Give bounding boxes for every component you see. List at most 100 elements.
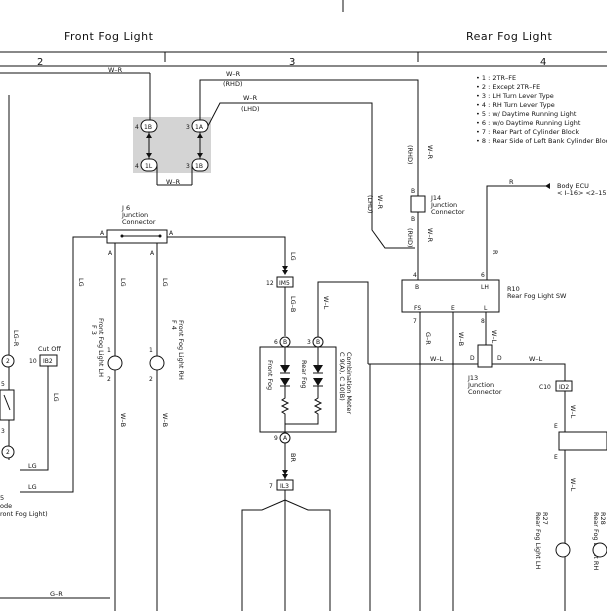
r10-term-lh: LH	[481, 284, 489, 291]
meter-name: C 9(A), C 10(B)	[338, 352, 346, 401]
wire-label-gr: G–R	[50, 590, 63, 598]
wire-label-wr-3: W–R	[243, 94, 258, 102]
note-4: • 4 : RH Turn Lever Type	[476, 101, 555, 109]
body-ecu-label: Body ECU	[557, 182, 589, 190]
meter-desc: Combination Meter	[345, 352, 353, 415]
ib2-label: IB2	[43, 358, 53, 365]
wr-lhd-wire	[207, 102, 415, 249]
pin-3-a: 3	[186, 124, 190, 131]
wire-label-wl-v1: W–L	[490, 330, 498, 344]
wire-label-wr-2: W–R	[166, 178, 181, 186]
rear-resistor-icon	[285, 386, 323, 425]
arrow-up-left	[146, 133, 152, 138]
left-relay-switch	[3, 394, 11, 411]
ecu-arrow	[545, 183, 550, 189]
j14-desc2: Connector	[431, 208, 465, 216]
c10-label: ID2	[559, 384, 569, 391]
wire-label-wb-f3: W–B	[119, 413, 127, 427]
wr-rhd-wire	[199, 79, 419, 270]
conn-1l-label: 1L	[145, 163, 153, 170]
meter-pin-3: 3	[307, 339, 311, 346]
f4-pin-2: 2	[149, 376, 153, 383]
arrow-down-left	[146, 153, 152, 158]
r27-name: R27	[541, 512, 549, 525]
j6-pin-a-r: A	[169, 230, 174, 237]
br-arrow-2	[282, 474, 288, 479]
pin-e-bot: E	[554, 454, 558, 461]
wire-label-rhd-v2: (RHD)	[406, 228, 414, 247]
left-pin-5: 5	[1, 381, 5, 388]
pin-3-b: 3	[186, 163, 190, 170]
f3-desc: Front Fog Light LH	[97, 318, 105, 377]
note-2: • 2 : Except 2TR–FE	[476, 83, 540, 91]
ground-split-left	[241, 490, 286, 611]
note-5: • 5 : w/ Daytime Running Light	[476, 110, 577, 118]
wire-label-lg-cutoff: LG	[52, 393, 60, 402]
wire-label-r-2: R	[491, 250, 499, 255]
wire-label-wr-v1: W–R	[426, 145, 434, 160]
j13-pin-d-r: D	[497, 355, 502, 362]
r10-term-l: L	[484, 305, 488, 312]
wl-meter-wire	[317, 281, 369, 364]
r28-name: R28	[599, 512, 607, 525]
note-7: • 7 : Rear Part of Cylinder Block	[476, 128, 579, 136]
r10-pin-8: 8	[481, 318, 485, 325]
meter-pin-6: 6	[274, 339, 278, 346]
wire-label-wl-1: W–L	[430, 355, 444, 363]
rear-fog-led-icon	[313, 365, 323, 373]
f3-pin-2: 2	[107, 376, 111, 383]
lg-to-meter	[167, 236, 286, 270]
wire-label-lg-4: LG	[28, 483, 37, 491]
il3-pin-7: 7	[269, 483, 273, 490]
wire-label-lg-1: LG	[77, 278, 85, 287]
j6-pin-a-1: A	[108, 250, 113, 257]
f3-name: F 3	[90, 325, 98, 335]
j13-desc2: Connector	[468, 388, 502, 396]
arrow-down-right	[197, 153, 203, 158]
wire-label-lgr: LG–R	[12, 330, 20, 347]
arrow-up-right	[197, 133, 203, 138]
r10-desc: Rear Fog Light SW	[507, 292, 567, 300]
front-fog-led-icon-2	[280, 378, 290, 386]
meter-b3-label: B	[316, 339, 320, 346]
c10-connector	[555, 380, 573, 392]
column-2-label: 2	[37, 57, 43, 68]
j13-connector	[477, 344, 493, 368]
wire-label-lhd: (LHD)	[241, 105, 260, 113]
cutoff-label: Cut Off	[38, 345, 61, 353]
j14-pin-b-bot: B	[411, 216, 415, 223]
ground-split-right	[284, 499, 331, 611]
pin-e-top: E	[554, 423, 558, 430]
diode-num: 5	[0, 494, 4, 502]
conn-1a-label: 1A	[195, 124, 204, 131]
diode-desc: ront Fog Light)	[0, 510, 48, 518]
meter-a9-label: A	[283, 435, 288, 442]
r10-pin-7: 7	[413, 318, 417, 325]
wire-label-wr-1: W–R	[108, 66, 123, 74]
f4-pin-1: 1	[149, 347, 153, 354]
rear-fog-title: Rear Fog Light	[466, 30, 552, 43]
r10-name: R10	[507, 285, 520, 293]
note-1: • 1 : 2TR–FE	[476, 74, 516, 82]
front-fog-led-icon	[280, 365, 290, 373]
r10-term-b: B	[415, 284, 419, 291]
diode-name: ode	[0, 502, 12, 510]
r27-desc: Rear Fog Light LH	[534, 512, 542, 570]
r28-lamp-icon	[592, 542, 607, 558]
im5-label: IM5	[279, 280, 290, 287]
wire-label-wl-meter: W–L	[322, 296, 330, 310]
note-3: • 3 : LH Turn Lever Type	[476, 92, 554, 100]
lg-left-loop	[20, 236, 107, 493]
wire-label-wr-v2: W–R	[376, 195, 384, 210]
wire-label-rhd: (RHD)	[223, 80, 242, 88]
wire-label-wr-v3: W–R	[426, 228, 434, 243]
wire-label-lg-3: LG	[28, 462, 37, 470]
f3-lamp-icon	[107, 355, 123, 371]
left-relay-box	[0, 389, 15, 421]
lg-cutoff-wire	[20, 366, 49, 471]
r-wire-ecu	[486, 185, 550, 280]
combination-meter-box	[259, 346, 337, 433]
pin-4-a: 4	[135, 124, 139, 131]
j13-desc1: Junction	[467, 381, 494, 389]
